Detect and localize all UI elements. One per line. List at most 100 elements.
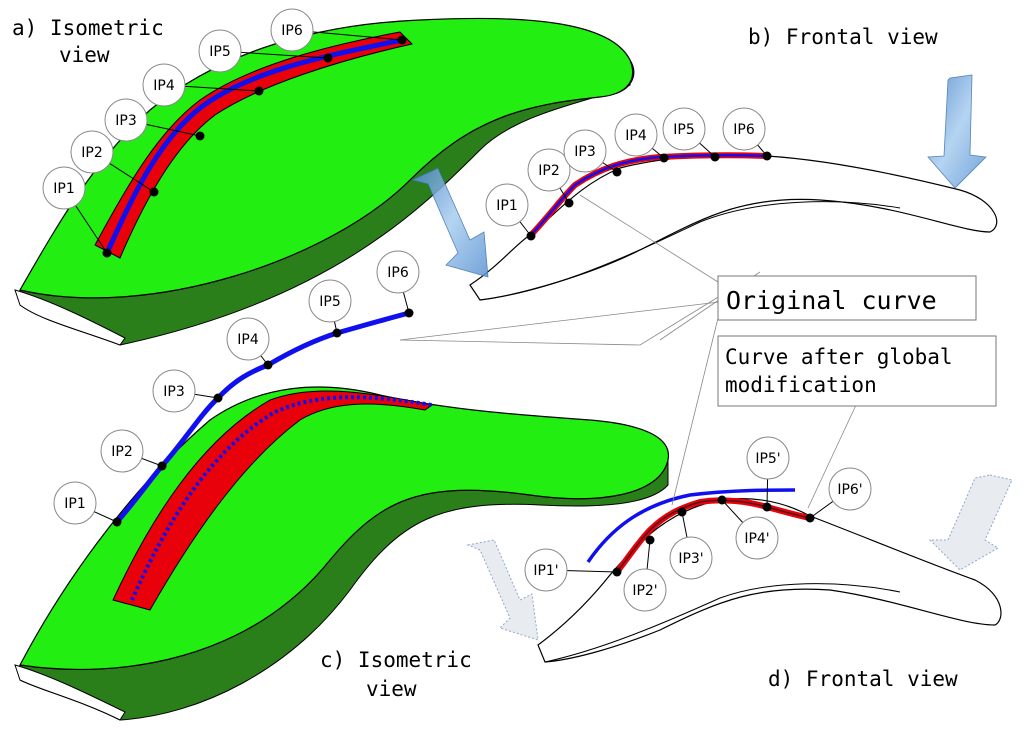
ip-label-bubble	[308, 279, 352, 323]
ip-point-dot	[805, 513, 815, 523]
panel-b-profile	[469, 155, 998, 301]
panel-a-base-edge	[14, 289, 126, 346]
ip-point-dot	[710, 152, 720, 162]
ip-marker-panel-d-6: IP6'	[805, 467, 872, 523]
ip-label-bubble	[42, 166, 86, 210]
panel-c-top-face	[19, 386, 670, 671]
ip-label-text: IP2	[538, 163, 559, 179]
panel-d-inner-edge	[544, 583, 901, 663]
ip-point-dot	[263, 360, 273, 370]
ip-label-text: IP5'	[755, 451, 780, 467]
ip-label-text: IP1	[53, 181, 74, 197]
ip-label-bubble	[527, 148, 571, 192]
arrow-b-right	[927, 74, 987, 189]
ip-label-text: IP4	[625, 128, 647, 144]
original-curve-box	[717, 275, 977, 321]
ip-label-bubble	[722, 107, 766, 151]
ip-label-text: IP3	[115, 113, 136, 129]
ip-label-text: IP3	[163, 384, 184, 400]
ip-marker-panel-a-3: IP3	[104, 98, 205, 142]
ip-marker-panel-a-1: IP1	[42, 166, 112, 258]
ip-label-bubble	[53, 481, 97, 525]
ip-point-dot	[677, 507, 687, 517]
ip-point-dot	[762, 151, 772, 161]
ip-marker-panel-a-5: IP5	[198, 29, 333, 73]
ip-label-text: IP1	[64, 496, 85, 512]
arrow-d-left-faded	[466, 539, 539, 641]
panel-b-inner-edge	[479, 201, 901, 301]
ip-point-dot	[397, 35, 407, 45]
caption-d: d) Frontal view	[768, 667, 958, 691]
ip-point-dot	[112, 517, 122, 527]
ip-marker-panel-d-2: IP2'	[623, 535, 667, 612]
ip-marker-panel-a-2: IP2	[70, 130, 159, 197]
ip-label-text: IP5	[673, 122, 694, 138]
ip-label-bubble	[152, 369, 196, 413]
panel-a-surface	[14, 17, 635, 346]
arrow-b-left	[410, 167, 489, 278]
ip-label-bubble	[198, 29, 242, 73]
ip-label-bubble	[614, 113, 658, 157]
ip-label-bubble	[70, 130, 114, 174]
ip-marker-panel-b-3: IP3	[563, 129, 622, 177]
ip-label-bubble	[226, 317, 270, 361]
modified-curve-label-line1: Curve after global	[725, 345, 953, 369]
ip-marker-panel-a-4: IP4	[142, 63, 264, 107]
ip-marker-panel-a-6: IP6	[270, 8, 407, 52]
ip-point-dot	[526, 231, 536, 241]
ip-label-text: IP1	[496, 198, 517, 214]
ip-label-text: IP6	[387, 265, 409, 281]
original-curve-label: Original curve	[726, 286, 937, 315]
caption-b: b) Frontal view	[748, 25, 938, 49]
ip-marker-curve-mid-3: IP3	[152, 369, 223, 413]
panel-c-surface	[14, 386, 670, 721]
ip-point-dot	[332, 328, 342, 338]
ip-label-text: IP2	[111, 444, 132, 460]
ip-point-dot	[102, 248, 112, 258]
ip-label-text: IP4	[237, 332, 259, 348]
ip-marker-curve-mid-6: IP6	[376, 250, 420, 318]
ip-point-dot	[404, 308, 414, 318]
ip-label-bubble	[100, 429, 144, 473]
ip-marker-panel-d-1: IP1'	[524, 548, 622, 592]
ip-point-dot	[213, 393, 223, 403]
modified-curve-callout: Curve after global modification	[717, 335, 997, 509]
ip-marker-panel-b-2: IP2	[527, 148, 574, 208]
ip-marker-curve-mid-2: IP2	[100, 429, 167, 473]
caption-a-line1: a) Isometric	[12, 16, 164, 40]
ip-label-bubble	[662, 107, 706, 151]
ip-marker-curve-mid-4: IP4	[226, 317, 273, 370]
mid-blue-curve	[115, 310, 410, 524]
panel-c-red-band	[112, 390, 434, 611]
caption-a-line2: view	[59, 43, 110, 67]
caption-c-line2: view	[366, 677, 417, 701]
arrow-d-right-faded	[928, 474, 1013, 571]
ip-label-bubble	[376, 250, 420, 294]
ip-marker-panel-d-3: IP3'	[669, 507, 713, 580]
ip-label-text: IP1'	[533, 563, 558, 579]
ip-point-dot	[149, 187, 159, 197]
ip-label-text: IP5	[319, 294, 340, 310]
ip-label-bubble	[828, 467, 872, 511]
panel-a-blue-curve	[104, 37, 403, 255]
ip-marker-panel-b-5: IP5	[662, 107, 720, 162]
panel-d-surface	[537, 488, 1002, 663]
ip-label-bubble	[142, 63, 186, 107]
ip-point-dot	[323, 53, 333, 63]
ip-point-dot	[659, 153, 669, 163]
panel-b-blue-curve	[529, 154, 768, 237]
ip-label-bubble	[735, 516, 779, 560]
ip-label-text: IP2	[81, 145, 102, 161]
ip-point-dot	[612, 167, 622, 177]
ip-point-dot	[195, 131, 205, 141]
ip-label-bubble	[485, 183, 529, 227]
ip-point-dot	[157, 461, 167, 471]
ip-point-dot	[254, 86, 264, 96]
panel-c-base-edge	[14, 664, 126, 721]
ip-label-bubble	[563, 129, 607, 173]
ip-point-dot	[717, 495, 727, 505]
ip-marker-panel-b-6: IP6	[722, 107, 772, 161]
ip-point-dot	[612, 567, 622, 577]
